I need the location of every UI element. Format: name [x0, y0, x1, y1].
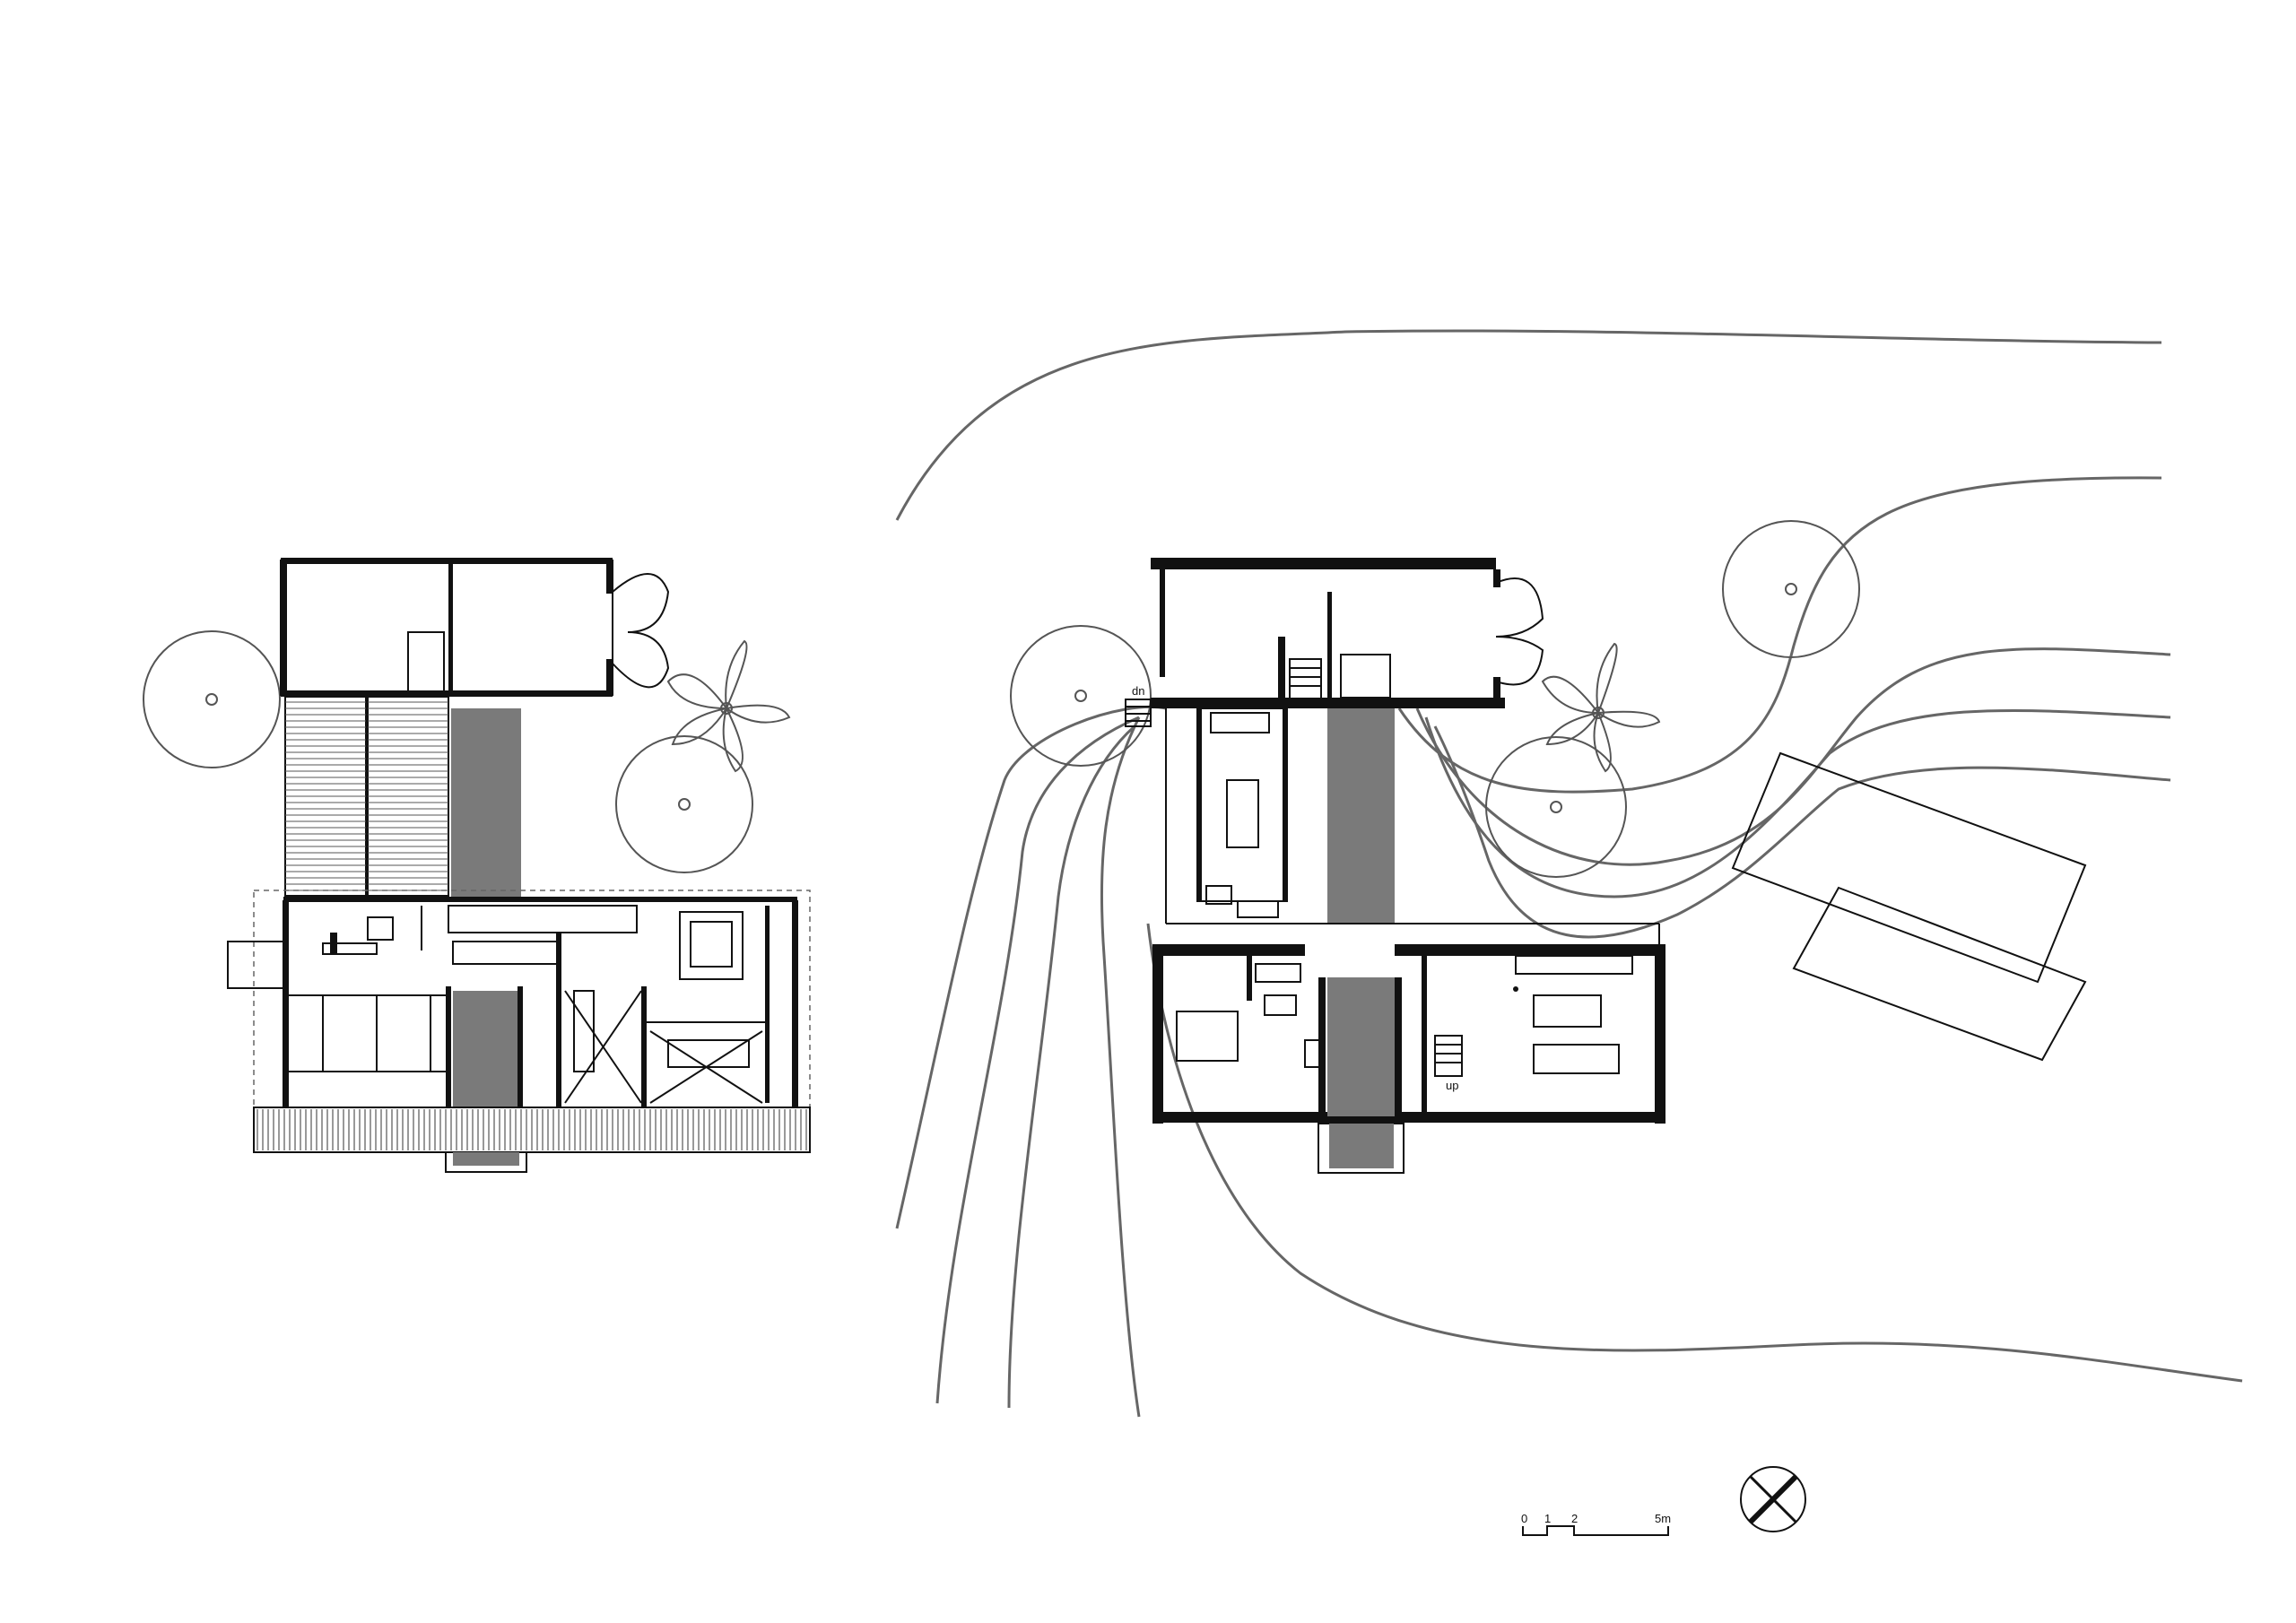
tree-canopy: [143, 630, 281, 768]
door-swing: [612, 573, 670, 689]
stair: [1289, 658, 1322, 700]
tree-canopy: [1485, 736, 1627, 878]
scale-bar: 0 1 2 5m: [1521, 1512, 1671, 1536]
tree-canopy: [1722, 520, 1860, 658]
scale-tick-0: 0: [1521, 1512, 1527, 1525]
stair-up-label: up: [1446, 1079, 1458, 1092]
tree-canopy: [615, 735, 753, 873]
stair: [1434, 1035, 1463, 1077]
contour-line: [895, 706, 1167, 1229]
kitchen-counter: [1515, 955, 1633, 975]
scale-tick-2: 2: [1571, 1512, 1578, 1525]
exterior-stair: [1125, 699, 1152, 727]
bottom-deck: [253, 1107, 811, 1153]
bed: [1176, 1011, 1239, 1062]
upper-floor-plan: [143, 558, 811, 1173]
contour-line: [1007, 725, 1135, 1409]
contour-line: [1424, 708, 2171, 898]
contour-line: [1100, 716, 1141, 1418]
contour-line: [1146, 923, 2243, 1383]
ground-floor-site-plan: dn up: [895, 329, 2243, 1418]
tree-trunk: [678, 798, 691, 811]
wall-top: [1151, 558, 1496, 569]
stair: [573, 990, 595, 1072]
tree-trunk: [1550, 801, 1562, 813]
parking-area: [1731, 751, 2087, 1062]
scale-tick-5m: 5m: [1655, 1512, 1671, 1525]
dining-table: [1533, 1044, 1620, 1074]
tree-trunk: [1785, 583, 1797, 595]
palm-tree-icon: [666, 639, 791, 773]
corridor-grey: [451, 708, 521, 897]
contour-line: [895, 329, 2162, 521]
palm-tree-icon: [1541, 642, 1661, 773]
tree-canopy: [1010, 625, 1152, 767]
contour-line: [935, 716, 1140, 1404]
tree-trunk: [1074, 690, 1087, 702]
dining-table: [667, 1039, 750, 1068]
roof-outline-dashed: [253, 890, 811, 1108]
upper-module-outline: [280, 560, 613, 696]
contour-line: [1397, 476, 2162, 794]
corridor-grey: [453, 991, 517, 1107]
kitchen-island: [1533, 994, 1602, 1028]
wall-lower-top: [1152, 944, 1305, 956]
tree-trunk: [205, 693, 218, 706]
door-swing: [1495, 577, 1544, 686]
deck-area: [284, 696, 449, 897]
contour-line: [1433, 725, 2171, 939]
dining-table: [1226, 779, 1259, 848]
scale-tick-1: 1: [1544, 1512, 1551, 1525]
corridor-grey: [1327, 708, 1395, 924]
corridor-grey: [1327, 977, 1395, 1116]
north-arrow-icon: [1740, 1466, 1806, 1532]
contour-line: [1415, 647, 2171, 866]
stair-down-label: dn: [1132, 684, 1144, 698]
